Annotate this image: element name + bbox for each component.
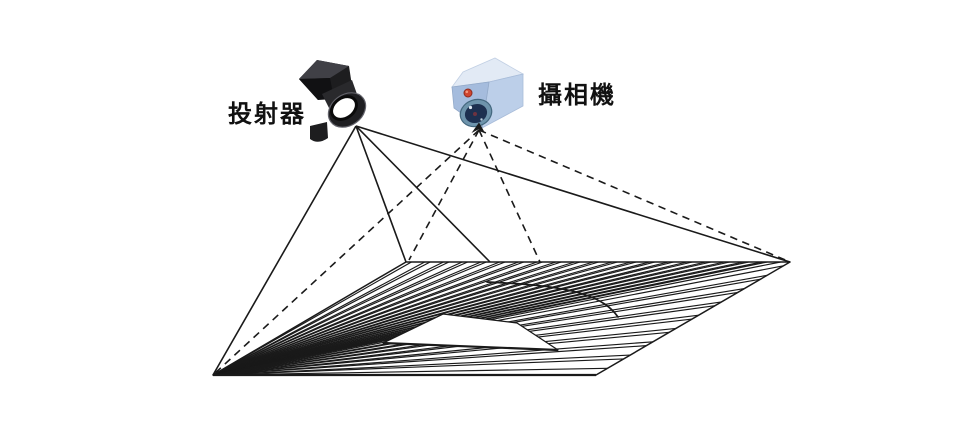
object-contour-path bbox=[486, 281, 619, 318]
projector-label: 投射器 bbox=[228, 100, 306, 128]
stripe-line bbox=[212, 261, 431, 376]
shadow-bottom-edge bbox=[382, 341, 559, 352]
projector-rays bbox=[212, 125, 791, 376]
stripe-line bbox=[212, 261, 450, 376]
stripe-line bbox=[212, 261, 543, 376]
stripe-line bbox=[212, 261, 506, 376]
stripe-line bbox=[212, 345, 647, 376]
projected-stripes bbox=[212, 261, 784, 376]
projector-ray bbox=[355, 125, 791, 263]
stripe-line bbox=[212, 261, 618, 376]
projector-lens-aperture bbox=[330, 95, 358, 121]
object-contour bbox=[486, 281, 619, 318]
projector-ray bbox=[355, 125, 407, 263]
projector-body-top-facet bbox=[299, 60, 349, 79]
camera-ray bbox=[478, 129, 791, 263]
stripe-line bbox=[212, 331, 670, 376]
object-shadow bbox=[382, 313, 559, 352]
camera-lens-center bbox=[473, 112, 477, 116]
camera-ray bbox=[478, 129, 541, 263]
camera-lens-highlight-2 bbox=[480, 118, 483, 121]
camera-label: 攝相機 bbox=[538, 81, 616, 109]
stripe-line bbox=[212, 261, 487, 376]
projector-icon bbox=[299, 60, 367, 142]
projector-ray bbox=[212, 125, 357, 376]
stripe-line bbox=[212, 261, 525, 376]
projector-mount bbox=[310, 122, 328, 142]
camera-icon bbox=[451, 57, 525, 133]
camera-rays bbox=[212, 129, 791, 376]
stripe-line bbox=[212, 261, 562, 376]
stripe-line bbox=[212, 358, 624, 376]
stripe-line bbox=[212, 261, 781, 376]
projector-ray bbox=[355, 125, 491, 263]
stripe-line bbox=[212, 261, 581, 376]
camera-lens-highlight bbox=[468, 105, 473, 110]
camera-ray bbox=[408, 129, 480, 261]
stripe-line bbox=[212, 354, 631, 376]
camera-direction-arrowhead bbox=[471, 122, 485, 133]
camera-indicator-glint bbox=[465, 90, 469, 94]
stripe-line bbox=[212, 261, 599, 376]
stripe-line bbox=[212, 261, 468, 376]
stripe-line bbox=[212, 318, 693, 376]
camera-ray bbox=[212, 129, 480, 376]
stripe-line bbox=[212, 367, 608, 376]
camera-indicator-light bbox=[463, 88, 473, 98]
